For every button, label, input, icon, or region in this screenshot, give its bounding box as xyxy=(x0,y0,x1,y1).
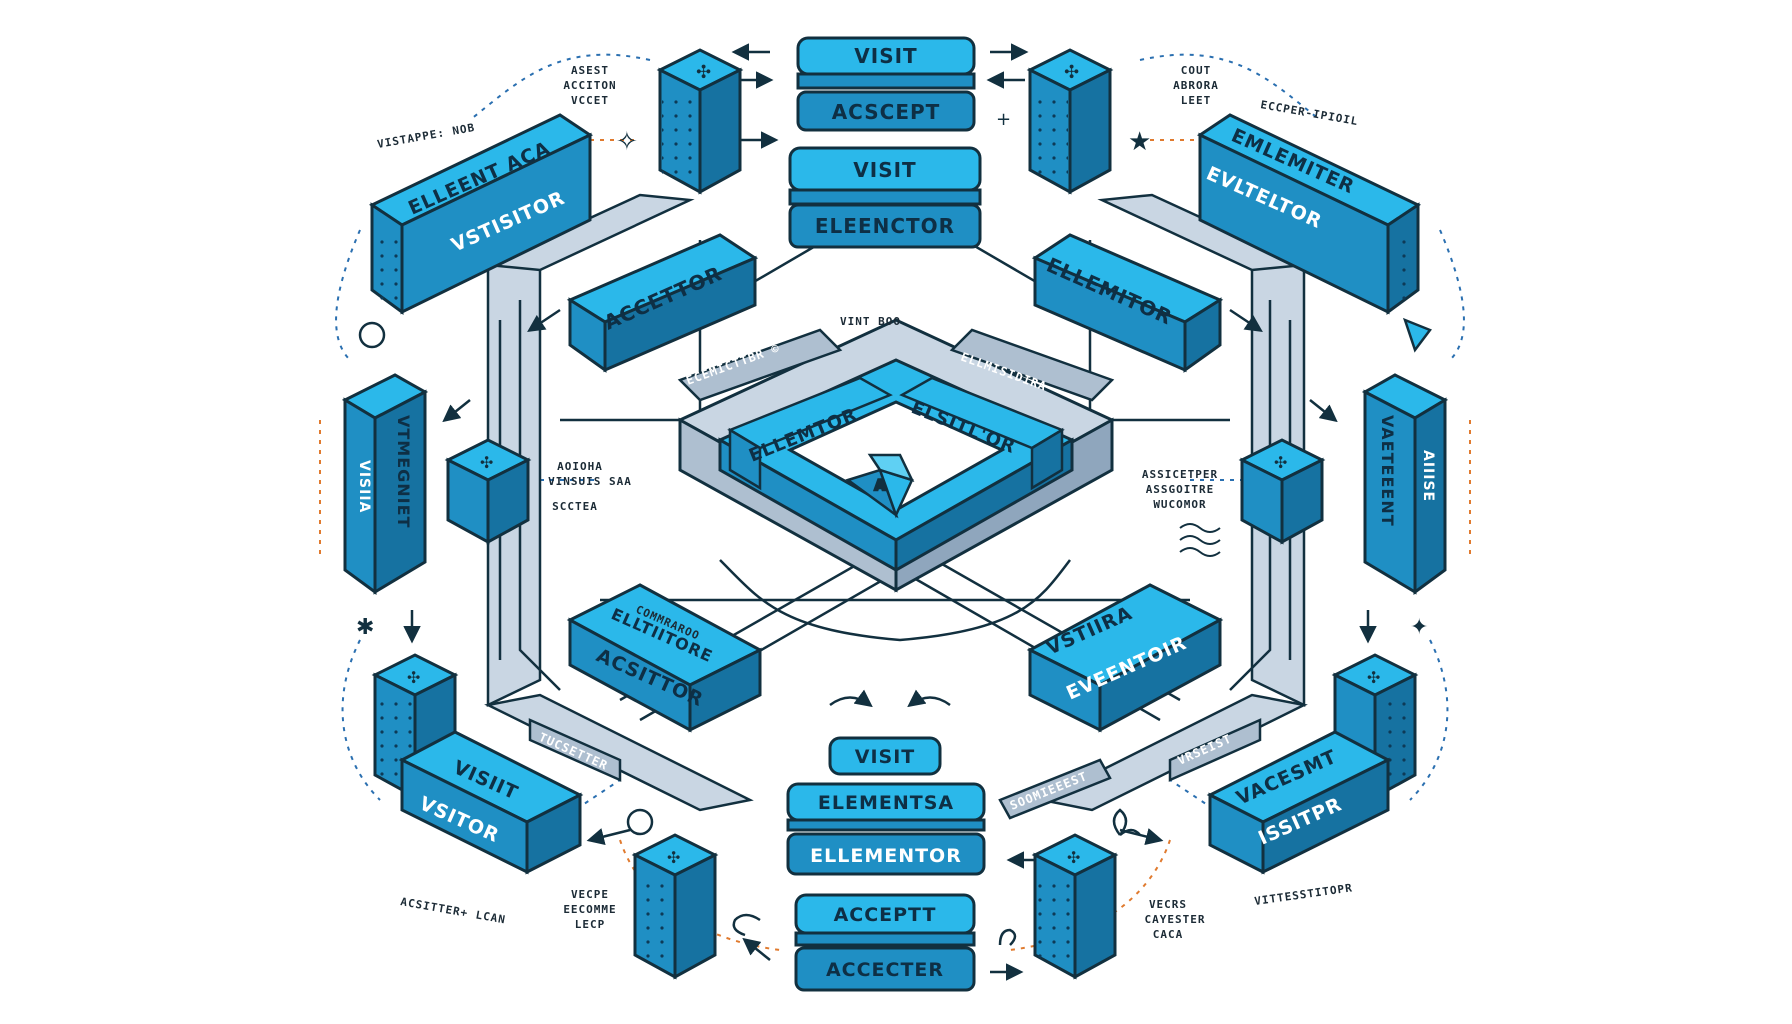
svg-text:VECPE: VECPE xyxy=(571,888,609,901)
pillar-left-line1: VTMEGNIET xyxy=(394,415,413,528)
annotation-bottom-right-caption: VITTESSTITOPR xyxy=(1254,881,1354,908)
center-ribbons xyxy=(677,328,1115,402)
block-lower-left[interactable] xyxy=(398,730,584,875)
block-upper-left[interactable] xyxy=(368,113,594,315)
stack-bottom[interactable]: ACCEPTT ACCECTER xyxy=(794,893,976,992)
block-upper-right[interactable] xyxy=(1196,113,1422,315)
stack-top-lower-label: ACSCEPT xyxy=(832,100,941,124)
link-icon xyxy=(732,913,761,937)
cube-lower-right-icon: ✣ xyxy=(1367,668,1380,687)
svg-text:CACA: CACA xyxy=(1153,928,1184,941)
stack-bottom-inner-middle-label: ELEMENTSA xyxy=(818,792,954,814)
svg-text:VCCET: VCCET xyxy=(571,94,609,107)
svg-text:CAYESTER: CAYESTER xyxy=(1145,913,1206,926)
annotation-center-top: VINT BOO xyxy=(840,315,901,328)
annotation-mid-left: AOIOHA VINSUIS SAA SCCTEA xyxy=(548,460,632,513)
cube-mid-left[interactable] xyxy=(444,438,532,545)
circle-icon xyxy=(358,321,386,349)
svg-text:ASSGOITRE: ASSGOITRE xyxy=(1146,483,1215,496)
svg-text:ABRORA: ABRORA xyxy=(1173,79,1219,92)
pillar-left-line2: VISIIA xyxy=(356,460,372,513)
link-icon xyxy=(998,928,1017,946)
stack-top-inner-lower-label: ELEENCTOR xyxy=(815,214,955,238)
block-inner-lower-right[interactable] xyxy=(1026,583,1224,733)
cube-mid-right-icon: ✣ xyxy=(1274,453,1287,472)
svg-text:COUT: COUT xyxy=(1181,64,1212,77)
cube-top-right-icon: ✣ xyxy=(1064,62,1079,83)
sparkle-icon: ★ xyxy=(1128,127,1151,157)
annotation-bottom-right-stack: VECRS CAYESTER CACA xyxy=(1145,898,1206,941)
block-lower-right[interactable] xyxy=(1206,730,1392,875)
annotation-top-left: ASEST ACCITON VCCET xyxy=(563,64,616,107)
svg-text:EECOMME: EECOMME xyxy=(563,903,616,916)
central-gem-icon: A xyxy=(845,453,915,519)
svg-text:A: A xyxy=(875,478,886,494)
plus-icon: + xyxy=(996,109,1011,130)
stack-bottom-lower-label: ACCECTER xyxy=(826,959,944,981)
svg-text:ASEST: ASEST xyxy=(571,64,609,77)
wave-icon xyxy=(1179,523,1221,557)
cube-bottom-left-icon: ✣ xyxy=(667,848,680,867)
pillar-right[interactable] xyxy=(1361,373,1449,595)
cube-bottom-left[interactable] xyxy=(631,833,719,980)
svg-text:WUCOMOR: WUCOMOR xyxy=(1153,498,1206,511)
block-inner-upper-right[interactable] xyxy=(1031,233,1224,373)
svg-text:AOIOHA: AOIOHA xyxy=(557,460,603,473)
stack-top-inner[interactable]: VISIT ELEENCTOR xyxy=(788,146,982,249)
cube-lower-left-icon: ✣ xyxy=(407,668,420,687)
pillar-right-line1: VAETEEENT xyxy=(1378,415,1397,527)
annotation-top-right: COUT ABRORA LEET xyxy=(1173,64,1219,107)
pillar-left[interactable] xyxy=(341,373,429,595)
stack-top-upper-label: VISIT xyxy=(854,44,917,68)
stack-top-inner-upper-label: VISIT xyxy=(853,158,916,182)
annotation-bottom-left-caption: ACSITTER+ LCAN xyxy=(399,895,506,926)
sparkle-icon: ✧ xyxy=(616,127,638,157)
stack-top[interactable]: VISIT ACSCEPT xyxy=(796,36,976,132)
annotation-mid-right: ASSICETPER ASSGOITRE WUCOMOR xyxy=(1142,468,1218,511)
cube-top-left[interactable] xyxy=(656,48,744,195)
block-inner-upper-left[interactable] xyxy=(566,233,759,373)
side-arrows xyxy=(403,308,1377,644)
cube-bottom-right-icon: ✣ xyxy=(1067,848,1080,867)
lower-ribbons xyxy=(528,718,1262,820)
stack-bottom-upper-label: ACCEPTT xyxy=(834,904,937,926)
triangle-icon xyxy=(1402,317,1432,353)
cube-bottom-right[interactable] xyxy=(1031,833,1119,980)
svg-text:ASSICETPER: ASSICETPER xyxy=(1142,468,1218,481)
annotation-bottom-left-stack: VECPE EECOMME LECP xyxy=(563,888,616,931)
annotation-upper-left-heading: VISTAPPE: NOB xyxy=(376,121,476,151)
loop-icon xyxy=(1112,808,1141,836)
svg-text:SCCTEA: SCCTEA xyxy=(552,500,598,513)
pillar-right-line2: AIIISE xyxy=(1420,450,1436,502)
sparkle-icon: ✱ xyxy=(356,615,374,640)
svg-text:VINSUIS SAA: VINSUIS SAA xyxy=(548,475,632,488)
stack-bottom-inner-lower-label: ELLEMENTOR xyxy=(810,845,962,867)
cube-top-right[interactable] xyxy=(1026,48,1114,195)
cube-mid-left-icon: ✣ xyxy=(480,453,493,472)
svg-text:LEET: LEET xyxy=(1181,94,1212,107)
cube-top-left-icon: ✣ xyxy=(696,62,711,83)
cube-mid-right[interactable] xyxy=(1238,438,1326,545)
annotation-upper-right-heading: ECCPER-IPIOIL xyxy=(1259,98,1359,128)
svg-text:LECP: LECP xyxy=(575,918,606,931)
svg-text:ACCITON: ACCITON xyxy=(563,79,616,92)
block-inner-lower-left[interactable] xyxy=(566,583,764,733)
sparkle-icon: ✦ xyxy=(1410,615,1428,640)
circle-icon xyxy=(626,808,654,836)
svg-text:VECRS: VECRS xyxy=(1149,898,1187,911)
stack-bottom-inner-upper-label: VISIT xyxy=(855,746,916,768)
stack-bottom-inner[interactable]: VISIT ELEMENTSA ELLEMENTOR xyxy=(786,736,986,876)
